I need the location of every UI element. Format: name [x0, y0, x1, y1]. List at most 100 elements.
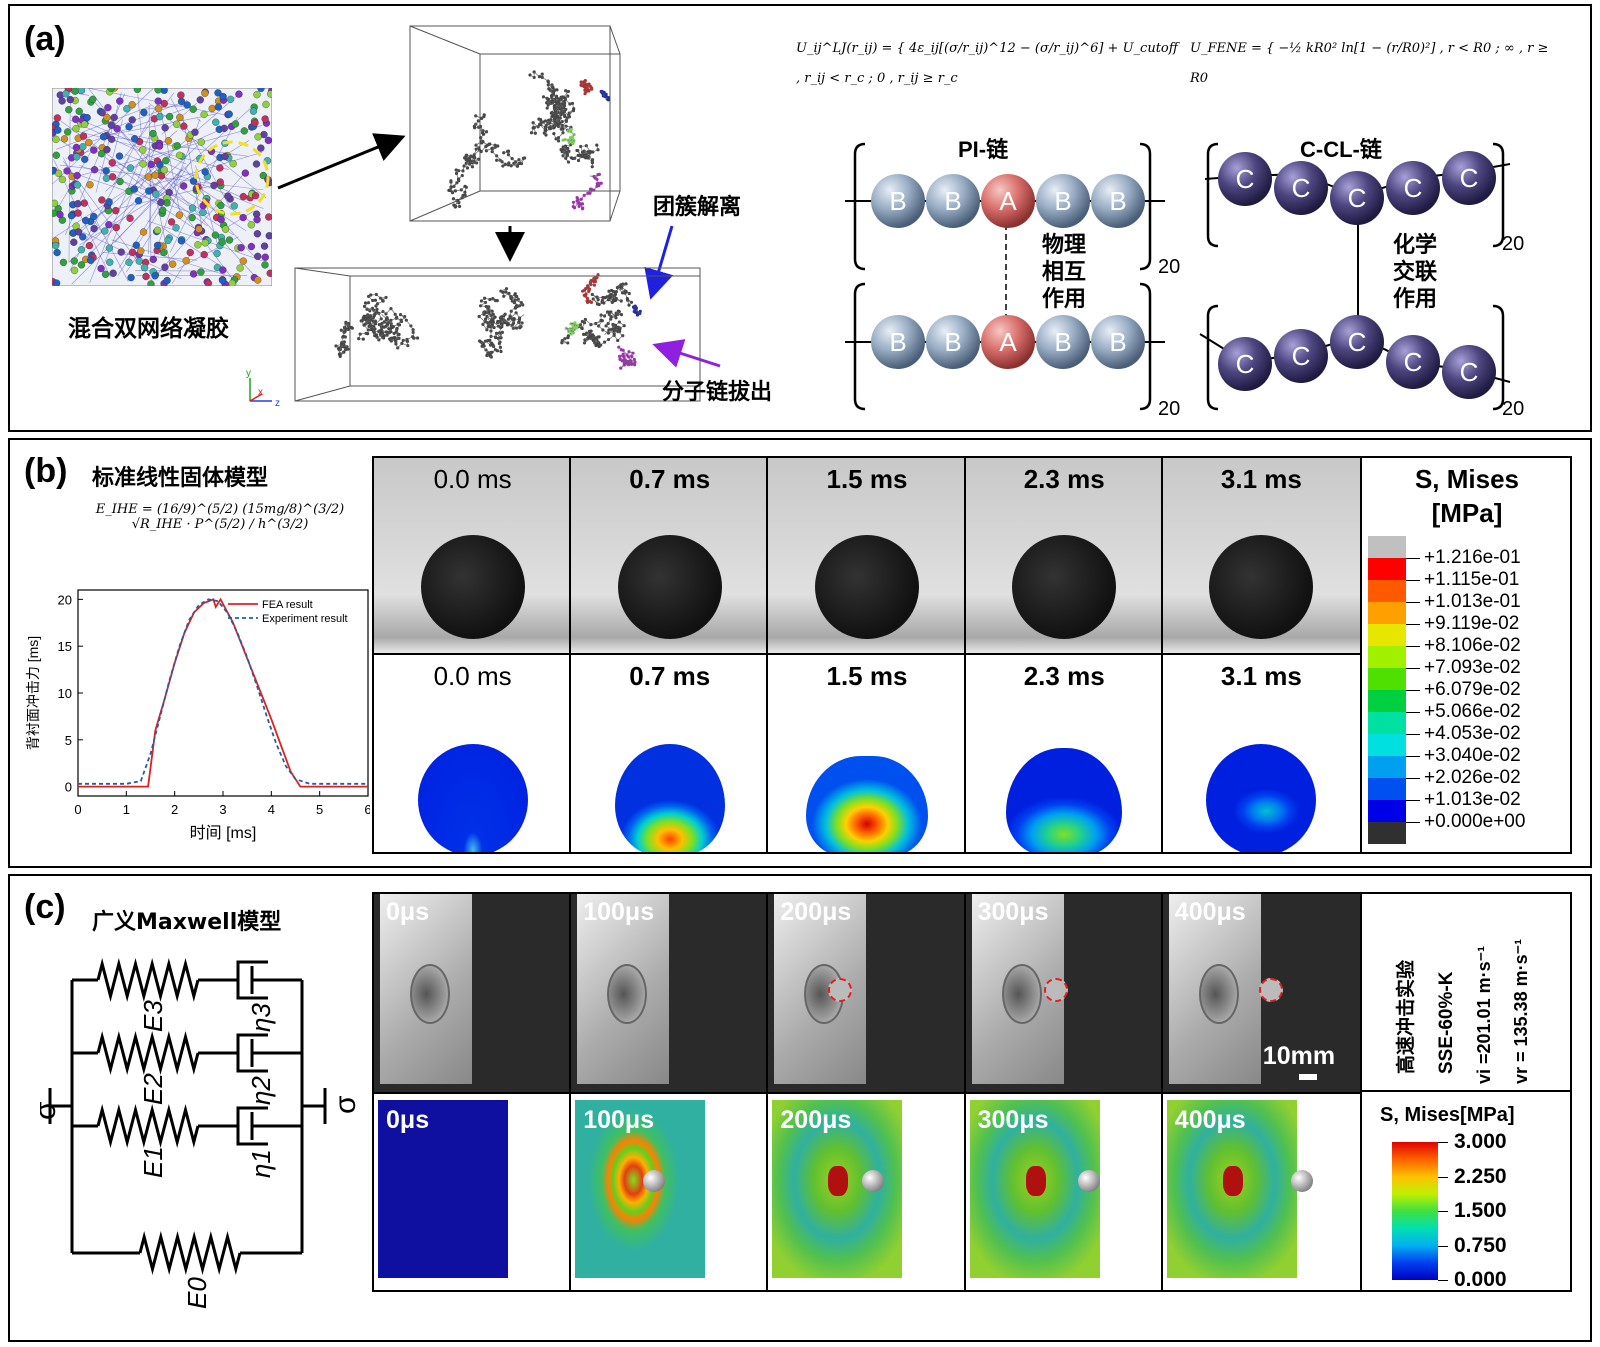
x-axis-label: 时间 [ms]	[190, 824, 257, 842]
legend-c-tick-2	[1438, 1211, 1448, 1212]
y-axis-label: 背衬面冲击力 [ms]	[25, 636, 41, 750]
hv-time-top-4: 400μs	[1174, 898, 1246, 926]
hv-fea-1: 100μs	[571, 1094, 769, 1290]
x-tick-label: 4	[268, 802, 275, 817]
legend-c-tick-1	[1438, 1176, 1448, 1178]
legend-b-tick-9	[1406, 756, 1420, 757]
hv-time-top-0: 0μs	[386, 898, 430, 926]
svg-text:C: C	[1460, 163, 1479, 193]
legend-b-value-2: +1.013e-01	[1424, 591, 1521, 612]
legend-b-tick-5	[1406, 668, 1420, 669]
svg-text:B: B	[944, 327, 961, 357]
stress-shape-4	[1206, 744, 1317, 852]
repeat-pi-bottom: 20	[1158, 398, 1181, 420]
time-label-top-0: 0.0 ms	[433, 464, 512, 494]
spring-label-3: E0	[182, 1277, 212, 1309]
legend-c-tick-3	[1438, 1245, 1448, 1247]
legend-b-value-0: +1.216e-01	[1424, 547, 1521, 568]
stress-shape-3	[1006, 748, 1123, 852]
hydrogel-render	[48, 84, 276, 288]
vr-value: vr = 135.38 m·s⁻¹	[1511, 939, 1531, 1084]
legend-b-tick-0	[1406, 558, 1420, 559]
bead-B: B	[871, 315, 925, 369]
hv-time-bottom-3: 300μs	[977, 1106, 1049, 1134]
legend-b-swatch-3	[1368, 602, 1406, 624]
axis-y-label: y	[246, 368, 251, 379]
chemical-line-2: 交联	[1393, 260, 1438, 285]
svg-text:B: B	[1109, 186, 1126, 216]
legend-b-value-8: +4.053e-02	[1424, 723, 1521, 744]
legend-b-tick-11	[1406, 800, 1420, 801]
hv-fea-0: 0μs	[374, 1094, 572, 1290]
legend-b-swatch-7	[1368, 690, 1406, 712]
svg-text:B: B	[1109, 327, 1126, 357]
hv-time-top-2: 200μs	[780, 898, 852, 926]
fea-frame-0: 0.0 ms	[374, 655, 572, 852]
legend-b-value-9: +3.040e-02	[1424, 745, 1521, 766]
droplet-0	[420, 535, 525, 639]
time-label-bottom-4: 3.1 ms	[1220, 661, 1302, 691]
legend-b-value-11: +1.013e-02	[1424, 789, 1521, 810]
scale-bar	[1298, 1074, 1317, 1080]
legend-b-value-1: +1.115e-01	[1424, 569, 1520, 590]
time-label-bottom-2: 1.5 ms	[826, 661, 908, 691]
svg-text:C: C	[1348, 327, 1367, 357]
legend-b-swatch-0	[1368, 536, 1406, 558]
projectile-sphere-3	[1077, 1170, 1100, 1192]
legend-b-value-3: +9.119e-02	[1424, 613, 1520, 634]
bead-B: B	[926, 174, 980, 228]
bead-B: B	[926, 315, 980, 369]
bead-C: C	[1386, 335, 1440, 389]
x-tick-label: 2	[171, 802, 178, 817]
svg-text:C: C	[1236, 349, 1255, 379]
hv-time-bottom-4: 400μs	[1174, 1106, 1246, 1134]
hydrogel-molecules	[48, 84, 276, 288]
x-tick-label: 0	[74, 802, 81, 817]
x-tick-label: 1	[123, 802, 130, 817]
time-label-top-2: 1.5 ms	[826, 464, 908, 494]
photo-frame-1: 0.7 ms	[571, 458, 769, 655]
time-label-top-3: 2.3 ms	[1023, 464, 1105, 494]
dashpot-label-1: η2	[246, 1076, 276, 1105]
chemical-line-1: 化学	[1393, 233, 1438, 258]
physical-interaction-label: 物理 相互 作用	[1042, 232, 1086, 313]
bead-C: C	[1274, 161, 1328, 215]
series-line-0	[78, 597, 368, 788]
fea-frame-1: 0.7 ms	[571, 655, 769, 852]
scale-bar-label: 10mm	[1262, 1042, 1336, 1070]
projectile-marker-4	[1258, 978, 1283, 1002]
legend-b-swatch-2	[1368, 580, 1406, 602]
svg-text:B: B	[889, 186, 906, 216]
hv-photo-3: 300μs	[965, 894, 1163, 1094]
panel-b-label: (b)	[24, 452, 68, 490]
svg-text:C: C	[1404, 347, 1423, 377]
svg-text:B: B	[1054, 327, 1071, 357]
legend-b-swatch-9	[1368, 734, 1406, 756]
hv-photo-2: 200μs	[768, 894, 966, 1094]
x-tick-label: 3	[219, 802, 226, 817]
bead-C: C	[1442, 151, 1496, 205]
legend-c-value-1: 2.250	[1454, 1164, 1507, 1188]
legend-b-swatch-10	[1368, 756, 1406, 778]
hv-fea-2: 200μs	[768, 1094, 966, 1290]
vi-value: vi =201.01 m·s⁻¹	[1474, 946, 1494, 1084]
y-tick-label: 10	[58, 686, 72, 701]
svg-text:A: A	[999, 186, 1017, 216]
hv-time-top-3: 300μs	[977, 898, 1049, 926]
impact-crater-4	[1198, 964, 1239, 1024]
hv-photo-4: 400μs	[1162, 894, 1360, 1094]
impact-crater-3	[1001, 964, 1042, 1024]
bead-C: C	[1330, 171, 1384, 225]
time-label-bottom-3: 2.3 ms	[1023, 661, 1105, 691]
bead-C: C	[1274, 329, 1328, 383]
fea-plate-1	[575, 1100, 706, 1278]
y-tick-label: 5	[65, 733, 72, 748]
legend-b-value-12: +0.000e+00	[1424, 811, 1526, 832]
x-tick-label: 6	[364, 802, 370, 817]
time-label-bottom-0: 0.0 ms	[433, 661, 512, 691]
legend-c-colorbar	[1392, 1142, 1438, 1280]
impact-crater-0	[410, 964, 450, 1024]
